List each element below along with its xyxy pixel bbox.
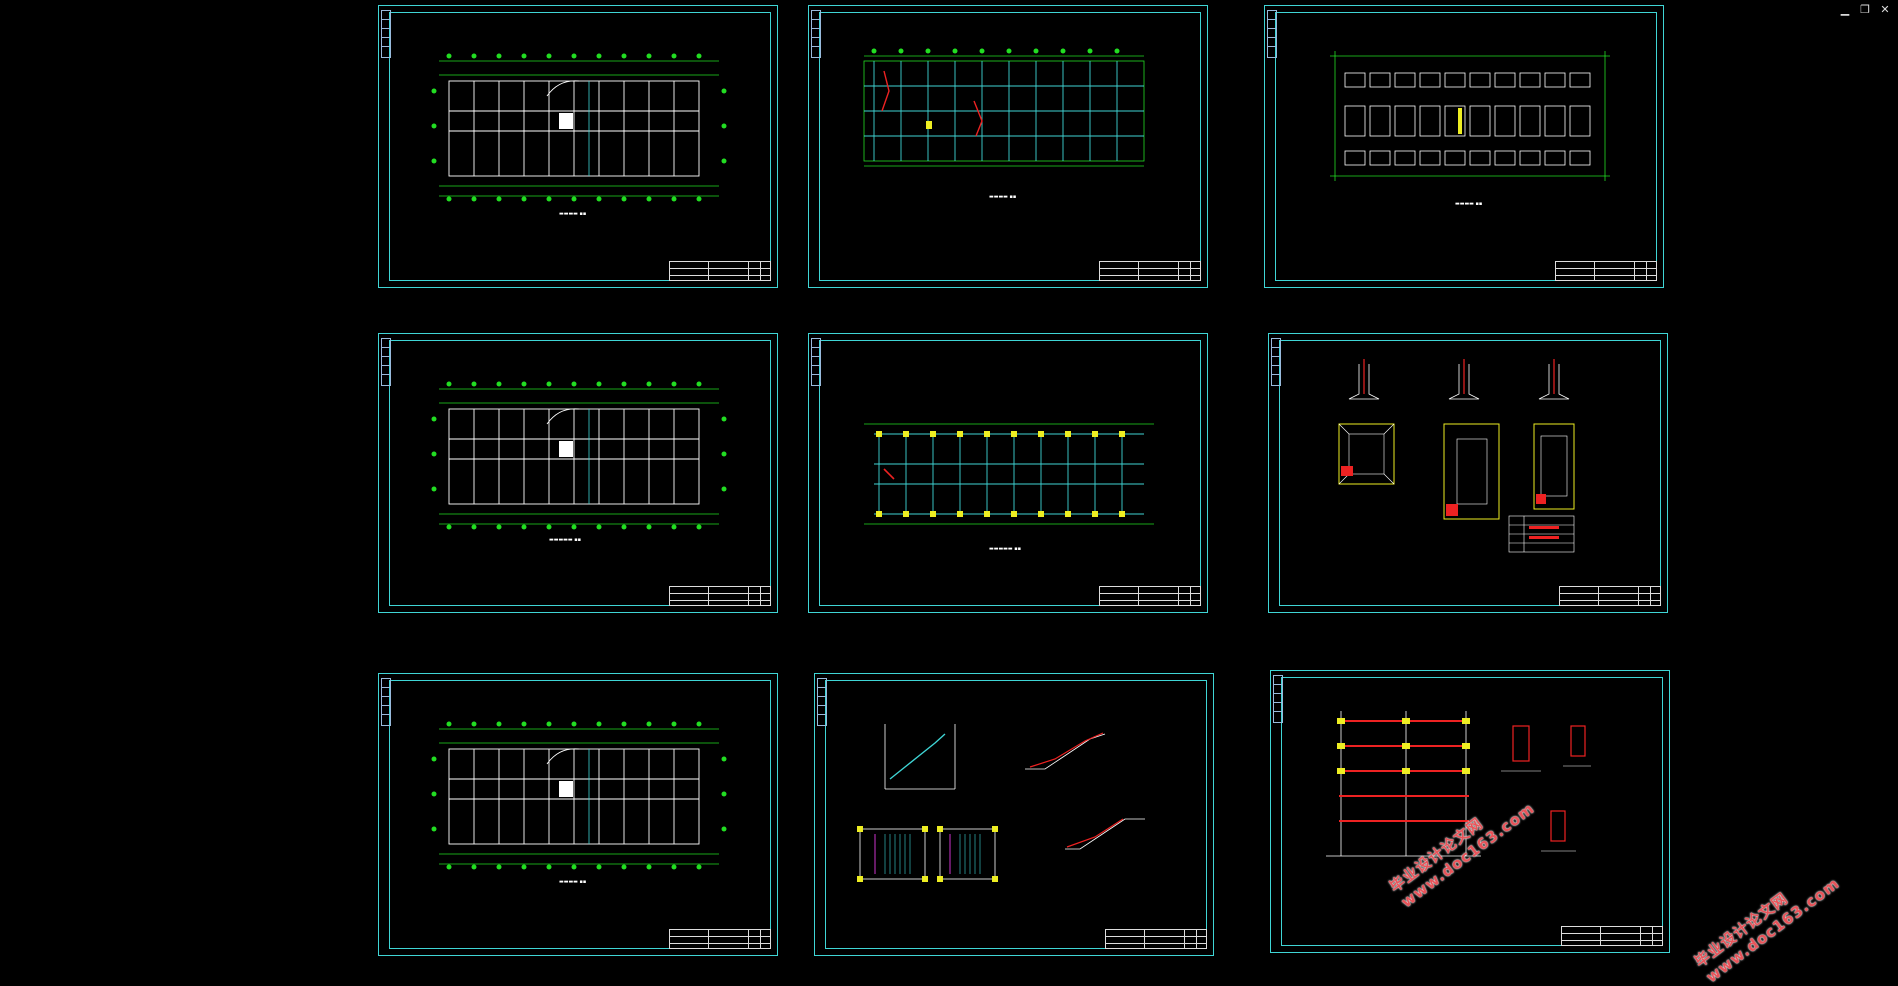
beam-plan-drawing [864,423,1154,525]
title-block [1559,586,1661,606]
drawing-caption: ▬▬▬▬▬ ▪▪ [549,537,581,543]
restore-icon[interactable]: ❐ [1860,2,1870,16]
drawing-sheet-frame-section[interactable] [1270,670,1670,953]
drawing-sheet-floor-plan-2[interactable]: ▬▬▬▬▬ ▪▪ [378,333,778,613]
title-block [1561,926,1663,946]
drawing-caption: ▬▬▬▬ ▪▪ [559,879,587,885]
drawing-sheet-floor-plan-1[interactable]: ▬▬▬▬ ▪▪ [378,5,778,288]
title-block [1099,261,1201,281]
column-plan-drawing [863,48,1145,167]
drawing-caption: ▬▬▬▬ ▪▪ [559,211,587,217]
drawing-sheet-foundation-details[interactable] [1268,333,1668,613]
drawing-caption: ▬▬▬▬▬ ▪▪ [989,546,1021,552]
foundation-details-drawing [1338,359,1575,553]
drawing-sheet-beam-plan[interactable]: ▬▬▬▬▬ ▪▪ [808,333,1208,613]
floor-plan-drawing [431,53,727,202]
window-controls: ▁ ❐ ✕ [1832,0,1898,22]
title-block [669,261,771,281]
stair-details-drawing [857,724,1145,882]
watermark-text-2: 毕业设计论文网 www.doc163.com [1690,857,1843,986]
title-block [1555,261,1657,281]
foundation-plan-drawing [1330,51,1610,181]
drawing-caption: ▬▬▬▬ ▪▪ [1455,201,1483,207]
drawing-sheet-stair-details[interactable] [814,673,1214,956]
minimize-icon[interactable]: ▁ [1840,2,1850,16]
close-icon[interactable]: ✕ [1880,2,1890,16]
floor-plan-drawing [431,381,727,530]
drawing-sheet-floor-plan-3[interactable]: ▬▬▬▬ ▪▪ [378,673,778,956]
drawing-sheet-foundation-plan[interactable]: ▬▬▬▬ ▪▪ [1264,5,1664,288]
title-block [669,929,771,949]
floor-plan-drawing [431,721,727,870]
drawing-sheet-column-plan[interactable]: ▬▬▬▬ ▪▪ [808,5,1208,288]
frame-section-drawing [1326,711,1591,857]
title-block [669,586,771,606]
title-block [1099,586,1201,606]
watermark-url: www.doc163.com [1702,874,1843,986]
title-block [1105,929,1207,949]
drawing-caption: ▬▬▬▬ ▪▪ [989,194,1017,200]
